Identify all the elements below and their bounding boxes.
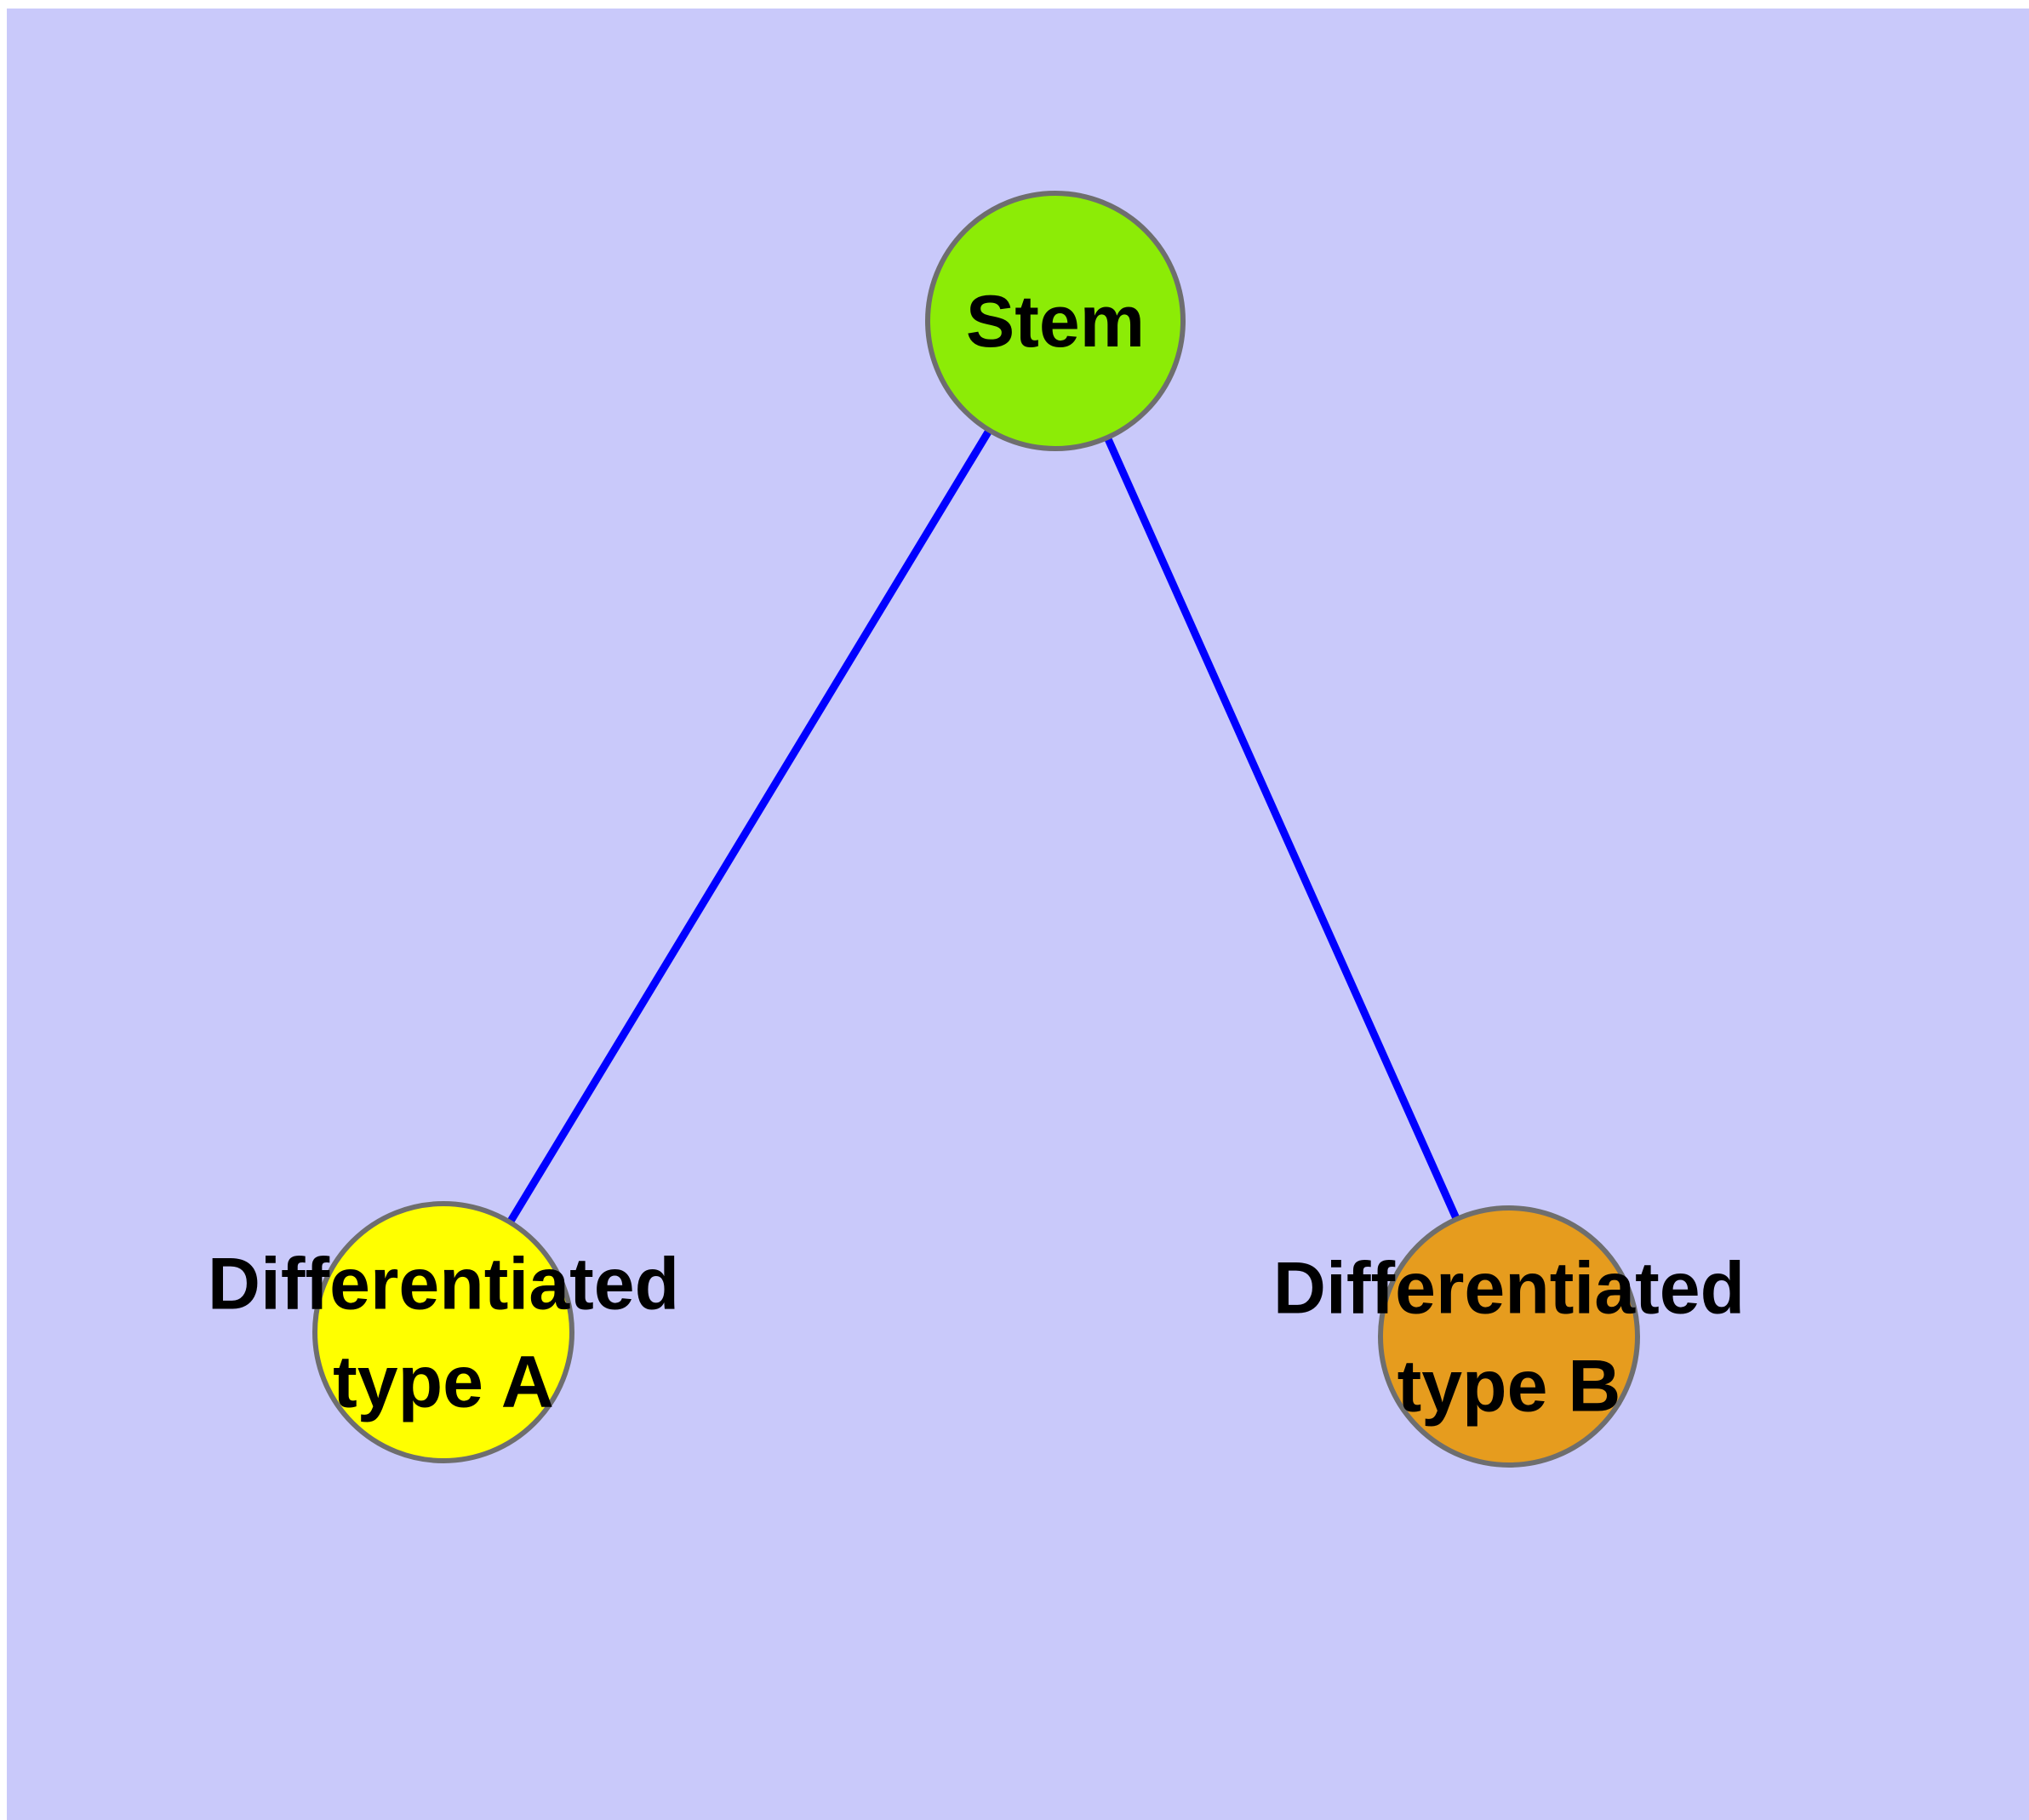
edge-stem-to-differentiated-type-b[interactable] [1051, 319, 1513, 1338]
node-differentiated-type-a-label: Differentiated type A [208, 1244, 679, 1423]
node-label-line: Stem [966, 281, 1145, 363]
node-differentiated-type-b[interactable]: Differentiated type B [1273, 1205, 1745, 1468]
node-label-line: type A [333, 1342, 554, 1423]
node-stem[interactable]: Stem [925, 191, 1186, 451]
node-differentiated-type-b-circle[interactable] [1378, 1205, 1640, 1468]
node-differentiated-type-b-label: Differentiated type B [1273, 1248, 1745, 1428]
node-stem-label: Stem [966, 281, 1145, 363]
edges-layer [440, 318, 1513, 1338]
node-label-line: Differentiated [208, 1244, 679, 1325]
node-differentiated-type-a[interactable]: Differentiated type A [208, 1201, 679, 1463]
node-label-line: Differentiated [1273, 1248, 1745, 1330]
node-label-line: type B [1397, 1346, 1621, 1428]
edge-stem-to-differentiated-type-a[interactable] [440, 318, 1059, 1335]
node-stem-circle[interactable] [925, 191, 1186, 451]
node-differentiated-type-a-circle[interactable] [312, 1201, 574, 1463]
